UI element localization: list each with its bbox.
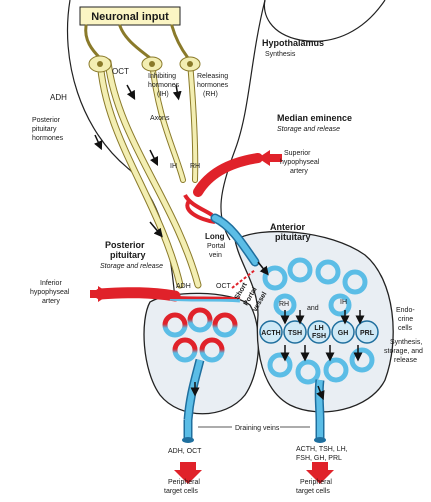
anterior-capillary-network: [262, 257, 375, 385]
inhibiting-hormones-label-2: hormones: [148, 82, 180, 89]
releasing-hormones-label-3: (RH): [203, 91, 218, 98]
flow-arrows: [94, 84, 365, 401]
posterior-pituitary-label-1: Posterior: [105, 240, 145, 250]
synthesis-storage-label-2: storage, and: [384, 348, 423, 355]
endocrine-cells-label-2: crine: [398, 316, 413, 323]
cell-prl: [355, 320, 379, 344]
hypothalamus-label: Hypothalamus: [262, 38, 324, 48]
endocrine-cells-label-3: cells: [398, 325, 413, 332]
and-label: and: [307, 305, 319, 312]
draining-veins-label: Draining veins: [235, 425, 280, 432]
inferior-hypophyseal-artery: [94, 287, 181, 302]
hypothalamus-tissue: [40, 0, 431, 39]
posterior-pituitary-hormones-1: Posterior: [32, 117, 61, 124]
long-portal-label-1: Long: [205, 232, 225, 241]
long-portal-label-3: vein: [209, 252, 222, 259]
axons-label: Axons: [150, 115, 170, 122]
median-eminence-storage: Storage and release: [277, 126, 340, 133]
peripheral-target-left-2: target cells: [164, 488, 198, 495]
anterior-pituitary-label-1: Anterior: [270, 222, 306, 232]
superior-hypophyseal-label-1: Superior: [284, 150, 311, 157]
inferior-hypophyseal-label-3: artery: [42, 298, 60, 305]
peripheral-target-left-1: Peripheral: [168, 479, 200, 486]
rh-small-label: RH: [190, 163, 200, 170]
axon-bundle: [84, 24, 202, 289]
posterior-capillary-network: [162, 295, 241, 363]
posterior-storage-label: Storage and release: [100, 263, 163, 270]
releasing-hormones-label-2: hormones: [197, 82, 229, 89]
superior-hypophyseal-label-2: hypophyseal: [280, 159, 320, 166]
cell-acth: [259, 320, 283, 344]
cell-label-acth: ACTH: [261, 330, 280, 337]
adh-lobe-label: ADH: [176, 283, 191, 290]
inhibiting-hormones-label-3: (IH): [157, 91, 169, 98]
cell-label-lh: LH: [314, 325, 323, 332]
rh-anterior-label: RH: [279, 301, 289, 308]
posterior-pituitary-hormones-3: hormones: [32, 135, 64, 142]
hypothalamus-outline: [263, 0, 386, 42]
endocrine-cells: [259, 320, 379, 344]
endocrine-cells-label-1: Endo-: [396, 307, 415, 314]
adh-oct-bottom-label: ADH, OCT: [168, 448, 202, 455]
cell-label-fsh: FSH: [312, 333, 326, 340]
anterior-pituitary-label-2: pituitary: [275, 232, 311, 242]
median-eminence-label: Median eminence: [277, 113, 352, 123]
cell-tsh: [283, 320, 307, 344]
primary-capillary-plexus: [183, 193, 216, 224]
arrow-icon: [90, 150, 334, 484]
stalk-right-outline: [220, 0, 266, 241]
oct-lobe-label: OCT: [216, 283, 232, 290]
ih-small-label: IH: [170, 163, 177, 170]
inferior-hypophyseal-label-2: hypophyseal: [30, 289, 70, 296]
oct-top-label: OCT: [112, 67, 129, 76]
posterior-pituitary-hormones-2: pituitary: [32, 126, 57, 133]
releasing-hormones-label-1: Releasing: [197, 73, 228, 80]
superior-hypophyseal-artery: [193, 153, 263, 197]
anterior-hormones-bottom-1: ACTH, TSH, LH,: [296, 446, 348, 453]
cell-label-tsh: TSH: [288, 330, 302, 337]
cell-lh-fsh: [307, 320, 331, 344]
peripheral-target-right-1: Peripheral: [300, 479, 332, 486]
neuron-cell-icon: [88, 55, 201, 73]
synthesis-storage-label-1: Synthesis,: [390, 339, 422, 346]
synthesis-label: Synthesis: [265, 51, 296, 58]
neuronal-input-label: Neuronal input: [91, 11, 169, 23]
anterior-hormones-bottom-2: FSH, GH, PRL: [296, 455, 342, 462]
synthesis-storage-label-3: release: [394, 357, 417, 364]
long-portal-label-2: Portal: [207, 243, 226, 250]
cell-label-gh: GH: [338, 330, 349, 337]
neuronal-input-box: [79, 6, 181, 26]
draining-veins: [182, 420, 326, 443]
superior-hypophyseal-label-3: artery: [290, 168, 308, 175]
inhibiting-hormones-label-1: Inhibiting: [148, 73, 176, 80]
inferior-hypophyseal-label-1: Inferior: [40, 280, 62, 287]
posterior-pituitary-label-2: pituitary: [110, 250, 146, 260]
peripheral-target-right-2: target cells: [296, 488, 330, 495]
adh-top-label: ADH: [50, 93, 67, 102]
ih-anterior-label: IH: [340, 299, 347, 306]
cell-label-prl: PRL: [360, 330, 375, 337]
